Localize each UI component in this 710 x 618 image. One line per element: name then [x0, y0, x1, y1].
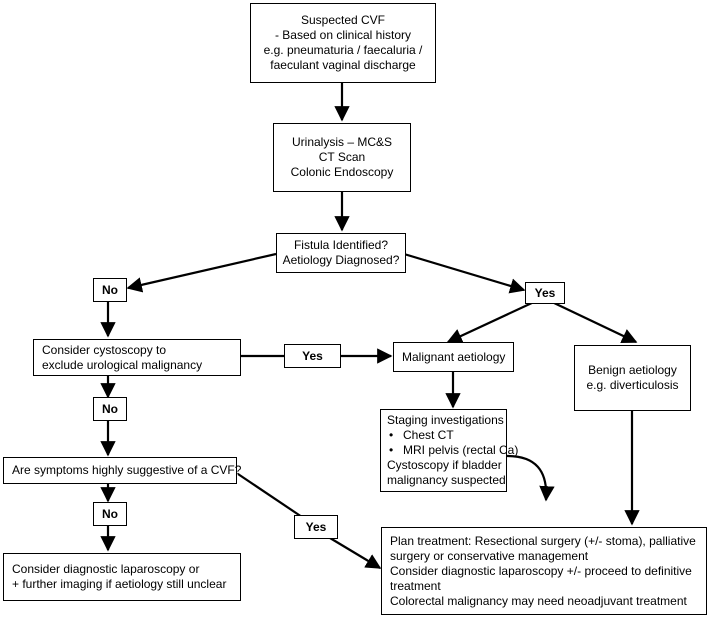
fistula-identified-box: Fistula Identified? Aetiology Diagnosed? — [276, 233, 406, 273]
arrow-staging-to-plan — [506, 454, 555, 502]
cystoscopy-line-2: exclude urological malignancy — [42, 357, 203, 372]
plan-line-5: Colorectal malignancy may need neoadjuva… — [390, 593, 687, 608]
arrow-yes-to-plan — [329, 537, 382, 569]
suspected-line-1: Suspected CVF — [300, 13, 386, 27]
urinalysis-line-1: Urinalysis – MC&S — [291, 135, 393, 149]
no-label-2: No — [93, 397, 127, 421]
consider-laparoscopy-box: Consider diagnostic laparoscopy or + fur… — [3, 553, 241, 601]
staging-investigations-box: Staging investigations Chest CT MRI pelv… — [380, 409, 518, 492]
fistula-line-2: Aetiology Diagnosed? — [282, 253, 400, 267]
plan-line-3: Consider diagnostic laparoscopy +/- proc… — [390, 563, 692, 578]
plan-line-1: Plan treatment: Resectional surgery (+/-… — [390, 533, 696, 548]
yes-label-3: Yes — [294, 515, 338, 539]
yes-label-2: Yes — [284, 344, 341, 368]
urinalysis-line-3: Colonic Endoscopy — [290, 165, 394, 179]
staging-line-3: Cystoscopy if bladder — [387, 458, 502, 472]
malignant-text: Malignant aetiology — [402, 349, 506, 364]
no-label-1: No — [93, 278, 127, 302]
plan-treatment-box: Plan treatment: Resectional surgery (+/-… — [381, 527, 707, 615]
staging-bullet-2: MRI pelvis (rectal Ca) — [387, 443, 518, 458]
line-symptoms-to-yes — [237, 473, 303, 518]
laparoscopy-line-1: Consider diagnostic laparoscopy or — [12, 562, 200, 576]
malignant-aetiology-box: Malignant aetiology — [393, 342, 514, 372]
arrow-yes-to-benign — [551, 301, 638, 343]
symptoms-text: Are symptoms highly suggestive of a CVF? — [12, 463, 242, 477]
suspected-line-4: faeculant vaginal discharge — [270, 58, 416, 72]
benign-line-2: e.g. diverticulosis — [586, 378, 679, 392]
plan-line-2: surgery or conservative management — [390, 548, 589, 563]
arrow-yes-to-malignant — [446, 301, 535, 344]
arrow-fistula-to-no — [126, 252, 277, 293]
no-label-3: No — [93, 502, 127, 526]
symptoms-suggestive-box: Are symptoms highly suggestive of a CVF? — [3, 457, 242, 484]
arrow-fistula-to-yes — [403, 252, 526, 294]
staging-bullet-1: Chest CT — [387, 428, 506, 443]
benign-line-1: Benign aetiology — [588, 363, 677, 377]
fistula-line-1: Fistula Identified? — [293, 238, 389, 252]
suspected-cvf-box: Suspected CVF - Based on clinical histor… — [250, 3, 436, 83]
laparoscopy-line-2: + further imaging if aetiology still unc… — [12, 577, 227, 591]
urinalysis-box: Urinalysis – MC&S CT Scan Colonic Endosc… — [273, 123, 411, 192]
urinalysis-line-2: CT Scan — [318, 150, 366, 164]
yes-label-1: Yes — [525, 282, 565, 304]
cystoscopy-line-1: Consider cystoscopy to — [42, 342, 167, 357]
staging-title: Staging investigations — [387, 413, 504, 427]
suspected-line-2: - Based on clinical history — [274, 28, 412, 42]
suspected-line-3: e.g. pneumaturia / faecaluria / — [263, 43, 423, 57]
plan-line-4: treatment — [390, 578, 441, 593]
consider-cystoscopy-box: Consider cystoscopy to exclude urologica… — [33, 339, 241, 376]
benign-aetiology-box: Benign aetiology e.g. diverticulosis — [574, 345, 691, 411]
staging-line-4: malignancy suspected — [387, 473, 506, 487]
